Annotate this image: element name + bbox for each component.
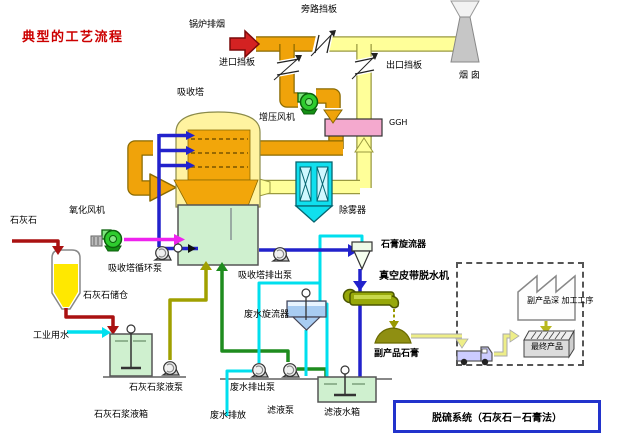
stack-icon [450,0,480,63]
fan-silencer-icon [90,235,103,247]
truck-icon [456,346,493,366]
ggh-up-arrow [354,137,374,153]
label-oxidation-fan: 氧化风机 [69,206,106,216]
absorber-inlet-arrow [149,173,177,202]
booster-fan-icon [297,92,319,115]
ggh-inlet-arrow [323,109,343,124]
slurry-feed-pipe [168,270,208,360]
label-inlet-damper: 进口挡板 [219,58,256,68]
raw-gas-ducts [256,36,341,108]
label-limestone: 石灰石 [10,216,38,226]
slurry-tank-icon [109,324,153,377]
blue-slurry-pipes [157,133,362,390]
label-wastewater-pump: 废水排出泵 [230,383,276,393]
outlet-damper-icon [351,53,378,80]
ground-lines [103,376,392,380]
vacuum-belt-icon [342,288,400,309]
label-slurry-pump: 石灰石浆液泵 [129,383,184,393]
wastewater-pump-icon [251,363,269,378]
byproduct-processing-dashed-box [456,262,584,366]
waste-cyclone-icon [286,288,327,331]
label-waste-cyclone: 废水旋流器 [244,310,290,320]
label-slurry-tank: 石灰石浆液箱 [94,410,149,420]
filtrate-tank-icon [317,365,377,403]
slurry-pump-icon [162,361,180,376]
label-outlet-damper: 出口挡板 [386,61,423,71]
label-byproduct-gypsum: 副产品石膏 [374,349,420,359]
absorber-tower [173,111,261,266]
label-demister: 除雾器 [339,206,367,216]
label-booster-fan: 增压风机 [259,113,296,123]
label-discharge-pump: 吸收塔排出泵 [238,271,293,281]
oxidation-fan-icon [101,229,123,252]
label-circulation-pump: 吸收塔循环泵 [108,264,163,274]
label-ggh: GGH [389,118,408,127]
label-stack: 烟 囱 [459,71,480,81]
boiler-gas-arrow [229,29,261,59]
inlet-damper-icon [273,55,302,81]
system-name-box: 脱硫系统（石灰石－石膏法） [393,400,601,433]
limestone-pipe [12,239,115,327]
label-boiler-gas: 锅炉排烟 [189,20,226,30]
label-bypass-damper: 旁路挡板 [301,5,338,15]
label-filtrate-tank: 滤液水箱 [324,408,361,418]
flow-meter-icon [173,243,183,253]
label-filtrate-pump: 滤液泵 [267,406,295,416]
label-absorber: 吸收塔 [177,88,205,98]
wastewater-pipes [225,234,364,416]
filtrate-pipe [220,268,328,391]
valve-icon [188,244,196,253]
gypsum-cyclone-icon [351,241,373,271]
bypass-damper-icon [310,30,336,57]
system-name-text: 脱硫系统（石灰石－石膏法） [432,413,562,424]
label-vacuum-belt: 真空皮带脱水机 [379,271,449,282]
label-final-product: 最终产品 [531,342,563,351]
page-title: 典型的工艺流程 [22,30,124,45]
spray-headers [191,138,248,168]
demister-icon [294,161,334,223]
factory-icon [517,274,576,321]
filtrate-pump-icon [282,363,300,378]
label-wastewater-discharge: 废水排放 [210,411,247,421]
final-product-icon [523,329,575,359]
label-processing: 副产品深 加工工序 [527,296,594,305]
ggh-heat-exchanger [324,118,383,137]
label-limestone-silo: 石灰石储仓 [83,291,129,301]
product-path [411,333,511,357]
label-industrial-water: 工业用水 [33,331,70,341]
limestone-silo-icon [51,249,81,310]
gypsum-pile-icon [374,327,412,344]
absorber-sump [177,204,259,266]
label-gypsum-cyclone: 石膏旋流器 [381,240,427,250]
